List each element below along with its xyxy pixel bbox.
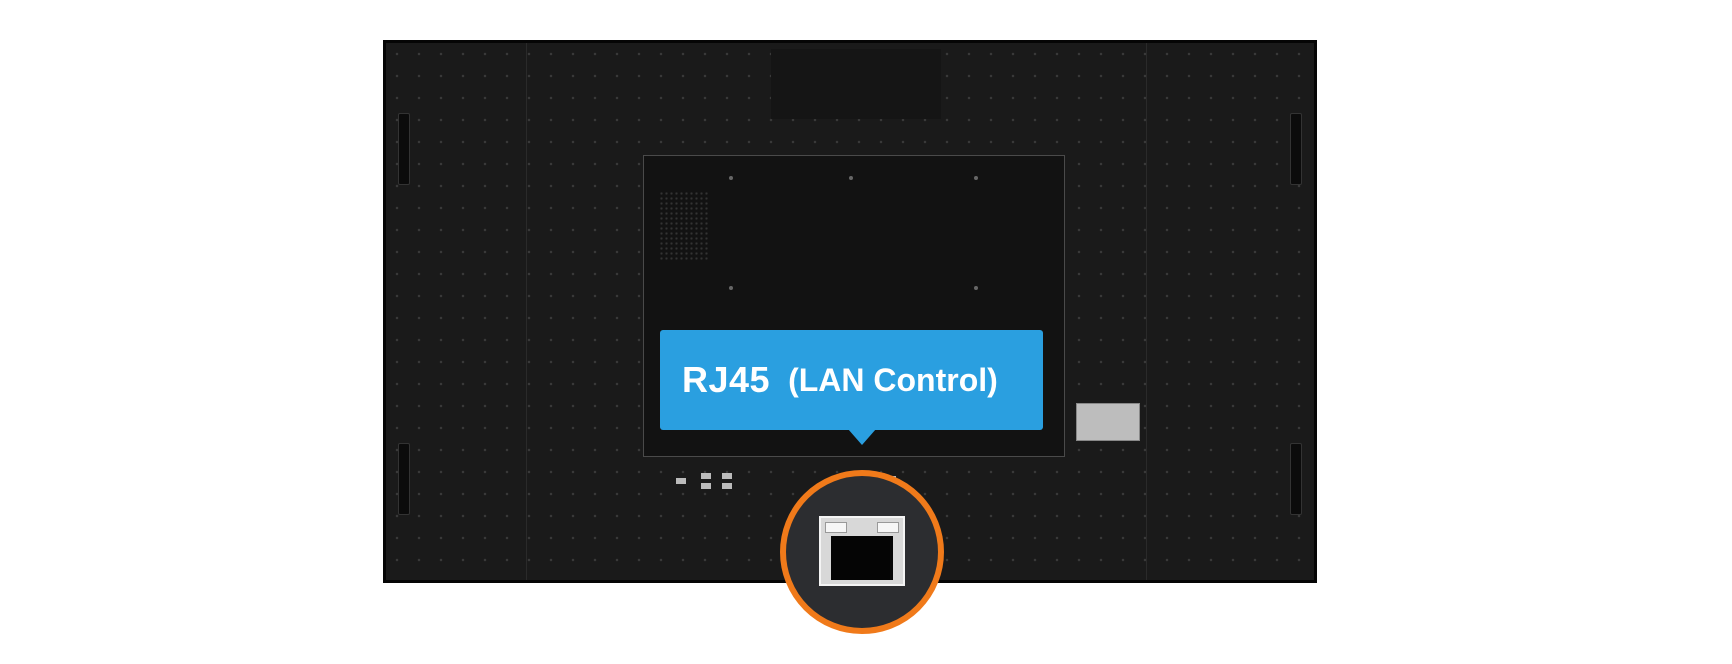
led-right <box>877 522 899 533</box>
callout-label: RJ45 (LAN Control) <box>660 330 1043 430</box>
callout-pointer <box>848 429 876 445</box>
panel-seam <box>526 43 527 580</box>
callout-title: RJ45 <box>682 359 771 400</box>
callout-subtitle: (LAN Control) <box>788 361 998 398</box>
port <box>722 483 732 489</box>
handle-right-bottom <box>1290 443 1302 515</box>
rj45-socket <box>831 536 893 580</box>
vent-grille <box>659 191 709 261</box>
screw <box>974 286 978 290</box>
rj45-port-icon <box>819 516 905 586</box>
handle-left-top <box>398 113 410 185</box>
screw <box>729 286 733 290</box>
display-rear-panel <box>383 40 1317 583</box>
screw <box>729 176 733 180</box>
panel-seam <box>1146 43 1147 580</box>
rating-label <box>1076 403 1140 441</box>
screw <box>849 176 853 180</box>
led-left <box>825 522 847 533</box>
handle-right-top <box>1290 113 1302 185</box>
handle-left-bottom <box>398 443 410 515</box>
port <box>701 483 711 489</box>
magnified-port-circle <box>780 470 944 634</box>
top-cover <box>771 49 941 119</box>
port <box>676 478 686 484</box>
port <box>722 473 732 479</box>
screw <box>974 176 978 180</box>
port <box>701 473 711 479</box>
